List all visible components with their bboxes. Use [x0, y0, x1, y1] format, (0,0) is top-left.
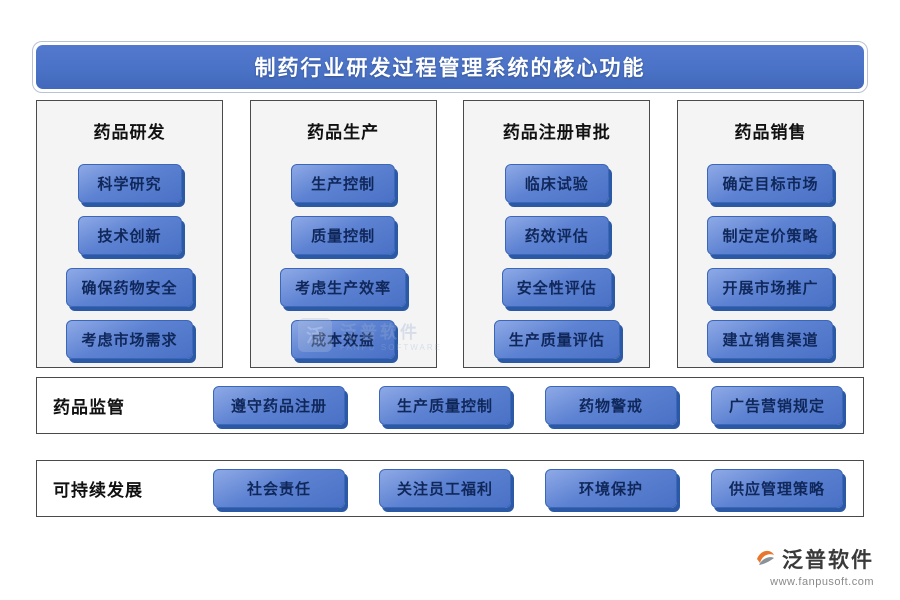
function-button[interactable]: 制定定价策略: [707, 216, 834, 255]
function-button[interactable]: 关注员工福利: [379, 469, 511, 508]
fanpu-logo-icon: [753, 545, 777, 574]
brand-name: 泛普软件: [782, 549, 874, 572]
band-header: 药品监管: [53, 398, 125, 417]
function-button[interactable]: 技术创新: [77, 216, 182, 255]
function-button[interactable]: 考虑市场需求: [66, 320, 193, 359]
band-sustainable-development: 可持续发展 社会责任 关注员工福利 环境保护 供应管理策略: [36, 460, 864, 517]
column-header: 药品研发: [93, 123, 166, 142]
brand-url: www.fanpusoft.com: [770, 576, 874, 588]
function-button[interactable]: 确保药物安全: [66, 268, 193, 307]
function-button[interactable]: 广告营销规定: [711, 386, 843, 425]
function-button[interactable]: 临床试验: [504, 164, 609, 203]
function-button[interactable]: 供应管理策略: [711, 469, 843, 508]
function-button[interactable]: 科学研究: [77, 164, 182, 203]
function-columns: 药品研发 科学研究 技术创新 确保药物安全 考虑市场需求 药品生产 生产控制 质…: [36, 100, 864, 368]
band-header: 可持续发展: [53, 481, 143, 500]
function-button[interactable]: 遵守药品注册: [213, 386, 345, 425]
band-buttons: 社会责任 关注员工福利 环境保护 供应管理策略: [213, 469, 847, 508]
function-button[interactable]: 安全性评估: [501, 268, 612, 307]
function-button[interactable]: 确定目标市场: [707, 164, 834, 203]
column-header: 药品生产: [307, 123, 380, 142]
page-title: 制药行业研发过程管理系统的核心功能: [36, 45, 864, 89]
column-header: 药品注册审批: [502, 123, 611, 142]
function-button[interactable]: 药效评估: [504, 216, 609, 255]
function-button[interactable]: 开展市场推广: [707, 268, 834, 307]
function-button[interactable]: 环境保护: [545, 469, 677, 508]
function-button[interactable]: 生产质量评估: [493, 320, 620, 359]
function-button[interactable]: 质量控制: [291, 216, 396, 255]
function-button[interactable]: 生产控制: [291, 164, 396, 203]
column-drug-production: 药品生产 生产控制 质量控制 考虑生产效率 成本效益: [249, 100, 437, 368]
title-banner-frame: 制药行业研发过程管理系统的核心功能: [32, 41, 868, 93]
column-drug-sales: 药品销售 确定目标市场 制定定价策略 开展市场推广 建立销售渠道: [676, 100, 864, 368]
band-drug-regulation: 药品监管 遵守药品注册 生产质量控制 药物警戒 广告营销规定: [36, 377, 864, 434]
column-registration-approval: 药品注册审批 临床试验 药效评估 安全性评估 生产质量评估: [463, 100, 651, 368]
column-drug-rd: 药品研发 科学研究 技术创新 确保药物安全 考虑市场需求: [36, 100, 223, 368]
column-header: 药品销售: [734, 123, 807, 142]
function-button[interactable]: 建立销售渠道: [707, 320, 834, 359]
function-button[interactable]: 成本效益: [291, 320, 396, 359]
function-button[interactable]: 社会责任: [213, 469, 345, 508]
band-buttons: 遵守药品注册 生产质量控制 药物警戒 广告营销规定: [213, 386, 847, 425]
footer-brand: 泛普软件 www.fanpusoft.com: [753, 544, 874, 588]
function-button[interactable]: 生产质量控制: [379, 386, 511, 425]
function-button[interactable]: 药物警戒: [545, 386, 677, 425]
function-button[interactable]: 考虑生产效率: [280, 268, 407, 307]
